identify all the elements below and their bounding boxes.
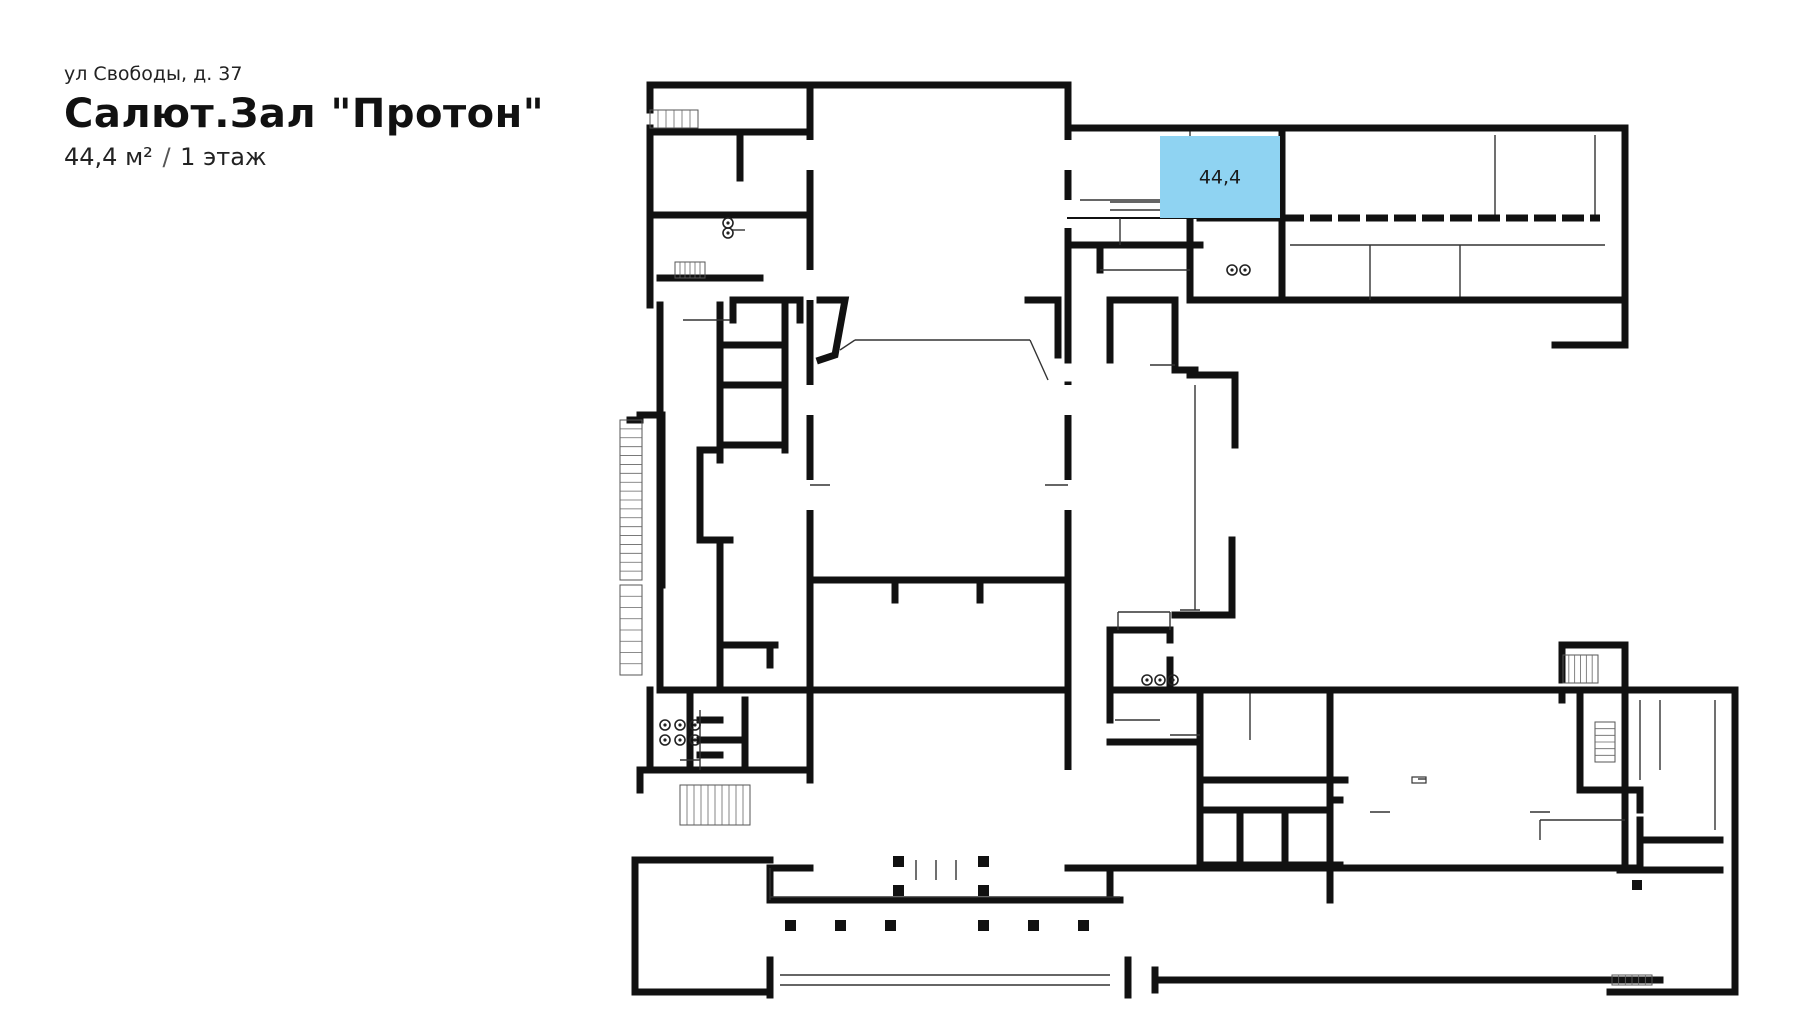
toilet-fixture-dot [693,723,697,727]
toilet-fixture [659,734,671,746]
toilet-fixture-dot [678,723,682,727]
area-value: 44,4 м² [64,143,153,171]
toilet-fixture-dot [726,221,730,225]
door-opening [1062,480,1076,510]
toilet-fixture-dot [1145,678,1149,682]
toilet-fixture [674,734,686,746]
column [885,920,896,931]
door-opening [804,385,818,415]
column [893,856,904,867]
column [1028,920,1039,931]
wall [1024,296,1062,359]
plan-stairs [619,109,1653,986]
area-floor-line: 44,4 м² / 1 этаж [64,142,544,172]
door-opening [804,270,818,300]
wall [1576,686,1629,794]
door-opening [692,300,710,312]
door-opening [1062,200,1076,228]
wall [766,864,1124,904]
fixture-box [1411,776,1427,784]
door-opening [1062,385,1076,415]
floor-value: 1 этаж [180,143,267,171]
toilet-fixture-dot [1158,678,1162,682]
page-title: Салют.Зал "Протон" [64,91,545,137]
highlighted-room[interactable] [1160,136,1280,218]
column [893,885,904,896]
toilet-fixture-dot [663,723,667,727]
column [835,920,846,931]
column [978,856,989,867]
plan-windows [1075,124,1630,872]
plan-thin-lines [680,130,1716,986]
toilet-fixture [1154,674,1166,686]
toilet-fixture [1141,674,1153,686]
column [978,885,989,896]
wall [1621,786,1644,814]
toilet-fixture-dot [678,738,682,742]
wall [815,296,850,365]
toilet-fixture [1226,264,1238,276]
door-opening [1062,140,1076,170]
toilet-fixture-dot [1243,268,1247,272]
door-opening [804,480,818,510]
toilet-fixture [674,719,686,731]
toilet-fixture-dot [663,738,667,742]
toilet-fixture-dot [1171,678,1175,682]
address-text: ул Свободы, д. 37 [64,63,243,85]
toilet-fixture [689,719,701,731]
toilet-fixture [689,734,701,746]
toilet-fixture [722,227,734,239]
toilet-fixture-dot [1230,268,1234,272]
highlighted-room-label: 44,4 [1199,167,1241,189]
header: ул Свободы, д. 37 Салют.Зал "Протон" 44,… [64,62,544,172]
plan-fixtures [659,217,1427,784]
plan-walls [626,81,1739,999]
door-opening [1062,770,1076,860]
partition-line [839,339,856,351]
wall [1558,641,1629,694]
toilet-fixture [659,719,671,731]
toilet-fixture [1239,264,1251,276]
wall [1171,296,1199,374]
partition-line [1029,339,1049,381]
toilet-fixture [1167,674,1179,686]
toilet-fixture-dot [693,738,697,742]
toilet-fixture-dot [726,231,730,235]
column [785,920,796,931]
column [978,920,989,931]
column [1632,880,1642,890]
separator: / [162,143,171,171]
plan-columns [785,856,1642,931]
column [1078,920,1089,931]
door-opening [804,140,818,170]
